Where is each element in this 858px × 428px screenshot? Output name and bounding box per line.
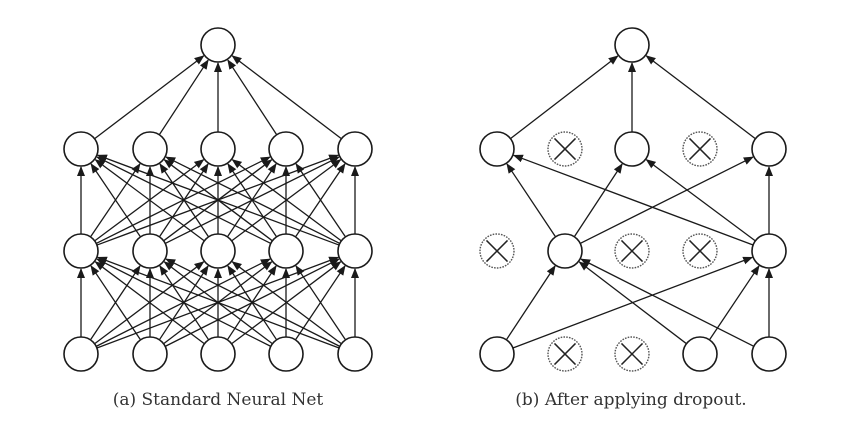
unit-hidden-1-4: [337, 233, 373, 269]
connection-edge: [96, 256, 340, 349]
unit-hidden-2-4: [751, 131, 787, 167]
connection-edge: [231, 159, 342, 242]
caption-after-dropout: (b) After applying dropout.: [515, 390, 747, 410]
unit-input-0: [479, 336, 515, 372]
connection-edge: [645, 159, 756, 242]
connection-edge: [94, 55, 205, 140]
dropout-net-nodes: [479, 27, 787, 372]
connection-edge: [645, 55, 756, 140]
connection-edge: [573, 163, 623, 238]
connection-edge: [90, 265, 142, 341]
dropped-unit-hidden-2-1: [547, 131, 583, 167]
dropped-unit-input-1: [547, 336, 583, 372]
standard-neural-net-panel: [63, 27, 373, 372]
connection-edge: [158, 59, 209, 136]
dropped-unit-hidden-1-3: [682, 233, 718, 269]
dropout-cross-mark: [688, 239, 712, 263]
connection-edge: [165, 156, 341, 245]
dropout-cross-mark: [620, 239, 644, 263]
unit-output-0: [200, 27, 236, 63]
unit-hidden-2-4: [337, 131, 373, 167]
standard-net-nodes: [63, 27, 373, 372]
connection-edge: [708, 265, 760, 341]
connection-edge: [231, 261, 342, 345]
unit-hidden-1-2: [200, 233, 236, 269]
connection-edge: [580, 258, 755, 347]
connection-edge: [579, 156, 754, 244]
connection-edge: [96, 154, 340, 246]
connection-edge: [96, 156, 272, 245]
connection-edge: [90, 163, 142, 238]
dropout-net-panel: [479, 27, 787, 372]
connection-edge: [94, 261, 205, 345]
unit-hidden-2-2: [200, 131, 236, 167]
unit-hidden-1-3: [268, 233, 304, 269]
unit-input-3: [682, 336, 718, 372]
connection-edge: [505, 265, 556, 341]
connection-edge: [506, 163, 557, 238]
standard-net-edges: [77, 55, 359, 349]
unit-input-4: [337, 336, 373, 372]
unit-hidden-1-4: [751, 233, 787, 269]
dropped-unit-hidden-2-3: [682, 131, 718, 167]
dropped-unit-hidden-1-2: [614, 233, 650, 269]
unit-input-0: [63, 336, 99, 372]
dropped-unit-input-2: [614, 336, 650, 372]
unit-input-4: [751, 336, 787, 372]
unit-input-2: [200, 336, 236, 372]
connection-edge: [510, 55, 619, 140]
dropout-net-edges: [505, 55, 773, 349]
connection-edge: [231, 55, 342, 140]
connection-edge: [94, 159, 205, 242]
unit-hidden-2-3: [268, 131, 304, 167]
unit-output-0: [614, 27, 650, 63]
connection-edge: [295, 265, 347, 341]
unit-hidden-2-0: [479, 131, 515, 167]
unit-hidden-1-1: [132, 233, 168, 269]
dropout-cross-mark: [485, 239, 509, 263]
connection-edge: [512, 154, 754, 246]
connection-edge: [96, 258, 272, 347]
connection-edge: [227, 59, 278, 136]
unit-hidden-2-1: [132, 131, 168, 167]
connection-edge: [165, 258, 341, 347]
unit-input-3: [268, 336, 304, 372]
connection-edge: [578, 261, 687, 345]
caption-standard-neural-net: (a) Standard Neural Net: [112, 390, 324, 410]
dropout-cross-mark: [620, 342, 644, 366]
connection-edge: [295, 163, 347, 238]
dropped-unit-hidden-1-0: [479, 233, 515, 269]
unit-hidden-2-0: [63, 131, 99, 167]
unit-input-1: [132, 336, 168, 372]
unit-hidden-1-1: [547, 233, 583, 269]
dropout-cross-mark: [553, 342, 577, 366]
dropout-cross-mark: [553, 137, 577, 161]
unit-hidden-2-2: [614, 131, 650, 167]
dropout-cross-mark: [688, 137, 712, 161]
unit-hidden-1-0: [63, 233, 99, 269]
